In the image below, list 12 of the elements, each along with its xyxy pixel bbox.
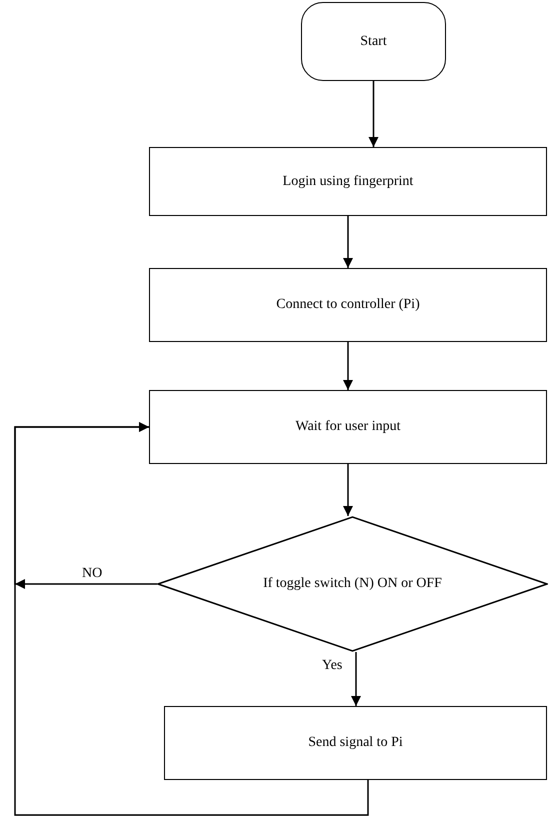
process-box <box>164 706 547 780</box>
process-box <box>149 390 547 464</box>
node-text: Login using fingerprint <box>282 174 414 190</box>
process-box <box>149 268 547 342</box>
decision-diamond <box>157 516 548 652</box>
start-terminal <box>301 2 446 81</box>
node-text: Connect to controller (Pi) <box>276 297 420 313</box>
process-box <box>149 147 547 216</box>
node-text: Start <box>360 34 387 50</box>
node-text: Wait for user input <box>295 419 400 435</box>
node-text: If toggle switch (N) ON or OFF <box>263 576 442 592</box>
node-text: Send signal to Pi <box>308 735 403 751</box>
